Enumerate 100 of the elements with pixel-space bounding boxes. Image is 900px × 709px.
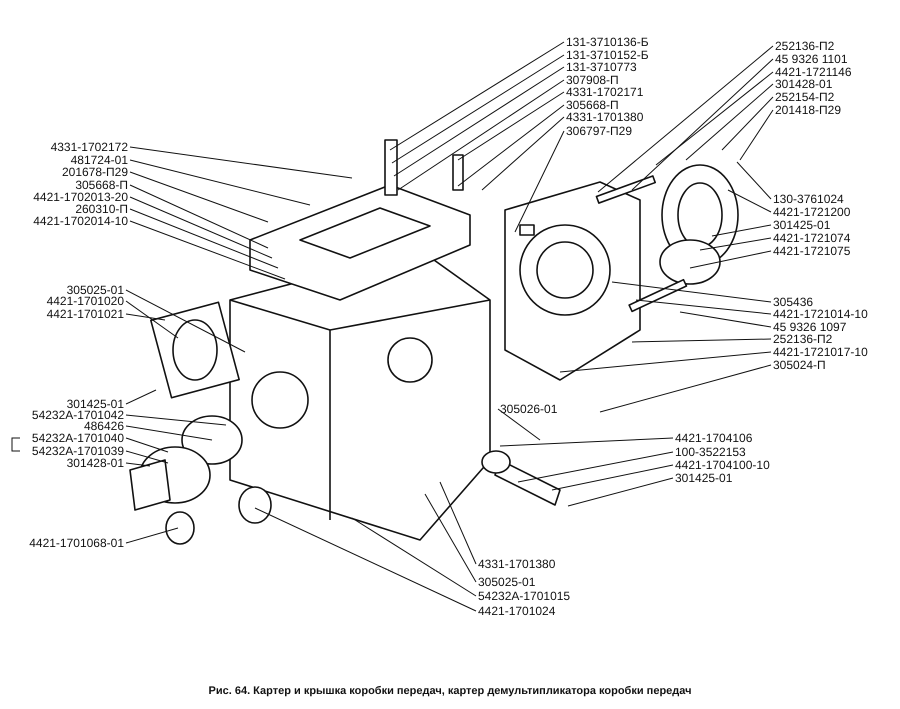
part-number: 100-3522153 <box>675 445 746 459</box>
part-number: 4331-1701380 <box>478 557 556 571</box>
part-number: 4421-1701068-01 <box>29 536 124 550</box>
leader-line <box>598 46 774 192</box>
part-number: 130-3761024 <box>773 192 844 206</box>
leader-line <box>394 66 564 176</box>
leader-line <box>130 184 268 248</box>
part-number: 4421-1701020 <box>46 294 124 308</box>
part-number: 4421-1721146 <box>775 65 852 79</box>
leader-line <box>458 104 564 186</box>
part-number: 486426 <box>84 419 124 433</box>
part-number: 4421-1704100-10 <box>675 458 770 472</box>
part-number: 252154-П2 <box>775 90 834 104</box>
part-number: 306797-П29 <box>566 124 632 138</box>
part-number: 131-3710136-Б <box>566 35 649 49</box>
leader-line <box>458 92 564 160</box>
part-number: 301428-01 <box>66 456 124 470</box>
part-number: 54232A-1701039 <box>32 444 124 458</box>
leader-line <box>712 224 772 236</box>
leader-line <box>600 364 772 412</box>
leader-line <box>656 72 774 166</box>
leader-line <box>392 54 564 164</box>
leader-line <box>126 290 246 352</box>
leader-line <box>126 390 156 404</box>
leader-line <box>700 238 772 250</box>
leader-line <box>398 80 564 190</box>
part-number: 305668-П <box>566 98 619 112</box>
part-number: 54232A-1701040 <box>32 431 124 445</box>
part-number: 305026-01 <box>500 402 558 416</box>
leader-line <box>690 250 772 268</box>
leader-line <box>126 462 150 466</box>
part-number: 301425-01 <box>773 218 830 232</box>
leader-line <box>514 130 564 232</box>
part-number: 201678-П29 <box>62 165 128 179</box>
leader-line <box>560 352 772 372</box>
part-number: 4421-1721075 <box>773 244 850 258</box>
leader-line <box>636 300 772 314</box>
leader-line <box>126 450 168 464</box>
caption: Рис. 64. Картер и крышка коробки передач, картер демультипликатора коробки передач <box>208 685 692 697</box>
leader-line <box>518 452 674 482</box>
leader-line <box>130 172 268 222</box>
part-number: 4421-1721074 <box>773 231 850 245</box>
part-number: 305436 <box>773 295 814 309</box>
part-number: 4331-1702172 <box>50 140 128 154</box>
part-number: 4421-1721014-10 <box>773 307 868 321</box>
leader-line <box>352 518 476 596</box>
leader-line <box>482 116 564 190</box>
part-number: 481724-01 <box>70 153 128 167</box>
leader-line <box>500 438 674 446</box>
leader-line <box>740 110 774 160</box>
part-number: 305025-01 <box>66 283 124 297</box>
part-number: 4421-1721200 <box>773 205 850 219</box>
leader-line <box>130 208 278 268</box>
leader-line <box>568 478 674 506</box>
part-number: 4421-1704106 <box>675 431 752 445</box>
leader-line <box>130 196 272 258</box>
leader-line <box>686 84 774 160</box>
part-number: 305025-01 <box>478 575 536 589</box>
leader-line <box>254 508 476 612</box>
leader-line <box>130 146 352 178</box>
part-number: 4331-1701380 <box>566 110 644 124</box>
leader-line <box>722 96 774 150</box>
part-number: 4421-1702013-20 <box>33 190 128 204</box>
part-number: 301428-01 <box>775 77 832 91</box>
leader-line <box>126 314 166 320</box>
part-number: 45 9326 1097 <box>773 320 846 334</box>
part-number: 4331-1702171 <box>566 85 644 99</box>
part-number: 4421-1721017-10 <box>773 345 868 359</box>
leader-line <box>126 414 226 426</box>
part-number: 260310-П <box>75 202 128 216</box>
part-number: 4421-1702014-10 <box>33 214 128 228</box>
part-number: 252136-П2 <box>775 39 834 53</box>
leader-line <box>390 42 564 150</box>
leader-line <box>728 190 772 212</box>
leader-line <box>736 162 772 200</box>
leader-line <box>498 408 540 440</box>
part-number: 201418-П29 <box>775 103 842 117</box>
leader-line <box>440 482 476 564</box>
leader-line <box>552 464 674 490</box>
part-number: 131-3710152-Б <box>566 48 649 62</box>
leader-line <box>632 338 772 342</box>
leader-line <box>612 282 772 302</box>
leader-line <box>126 438 168 452</box>
leader-line <box>130 160 310 206</box>
part-number: 45 9326 1101 <box>775 52 848 66</box>
part-number: 4421-1701024 <box>478 604 556 618</box>
leader-line <box>126 426 212 440</box>
part-number: 54232A-1701015 <box>478 589 570 603</box>
part-number: 305668-П <box>75 178 128 192</box>
leader-line <box>680 312 772 328</box>
part-number: 131-3710773 <box>566 60 637 74</box>
part-number: 307908-П <box>566 73 619 87</box>
leader-line <box>424 494 476 582</box>
part-number: 54232A-1701042 <box>32 408 124 422</box>
part-number: 301425-01 <box>675 471 732 485</box>
leader-line <box>126 300 178 338</box>
part-number: 4421-1701021 <box>46 307 124 321</box>
part-number: 301425-01 <box>66 397 124 411</box>
leader-line <box>126 528 178 544</box>
part-number: 252136-П2 <box>773 332 832 346</box>
